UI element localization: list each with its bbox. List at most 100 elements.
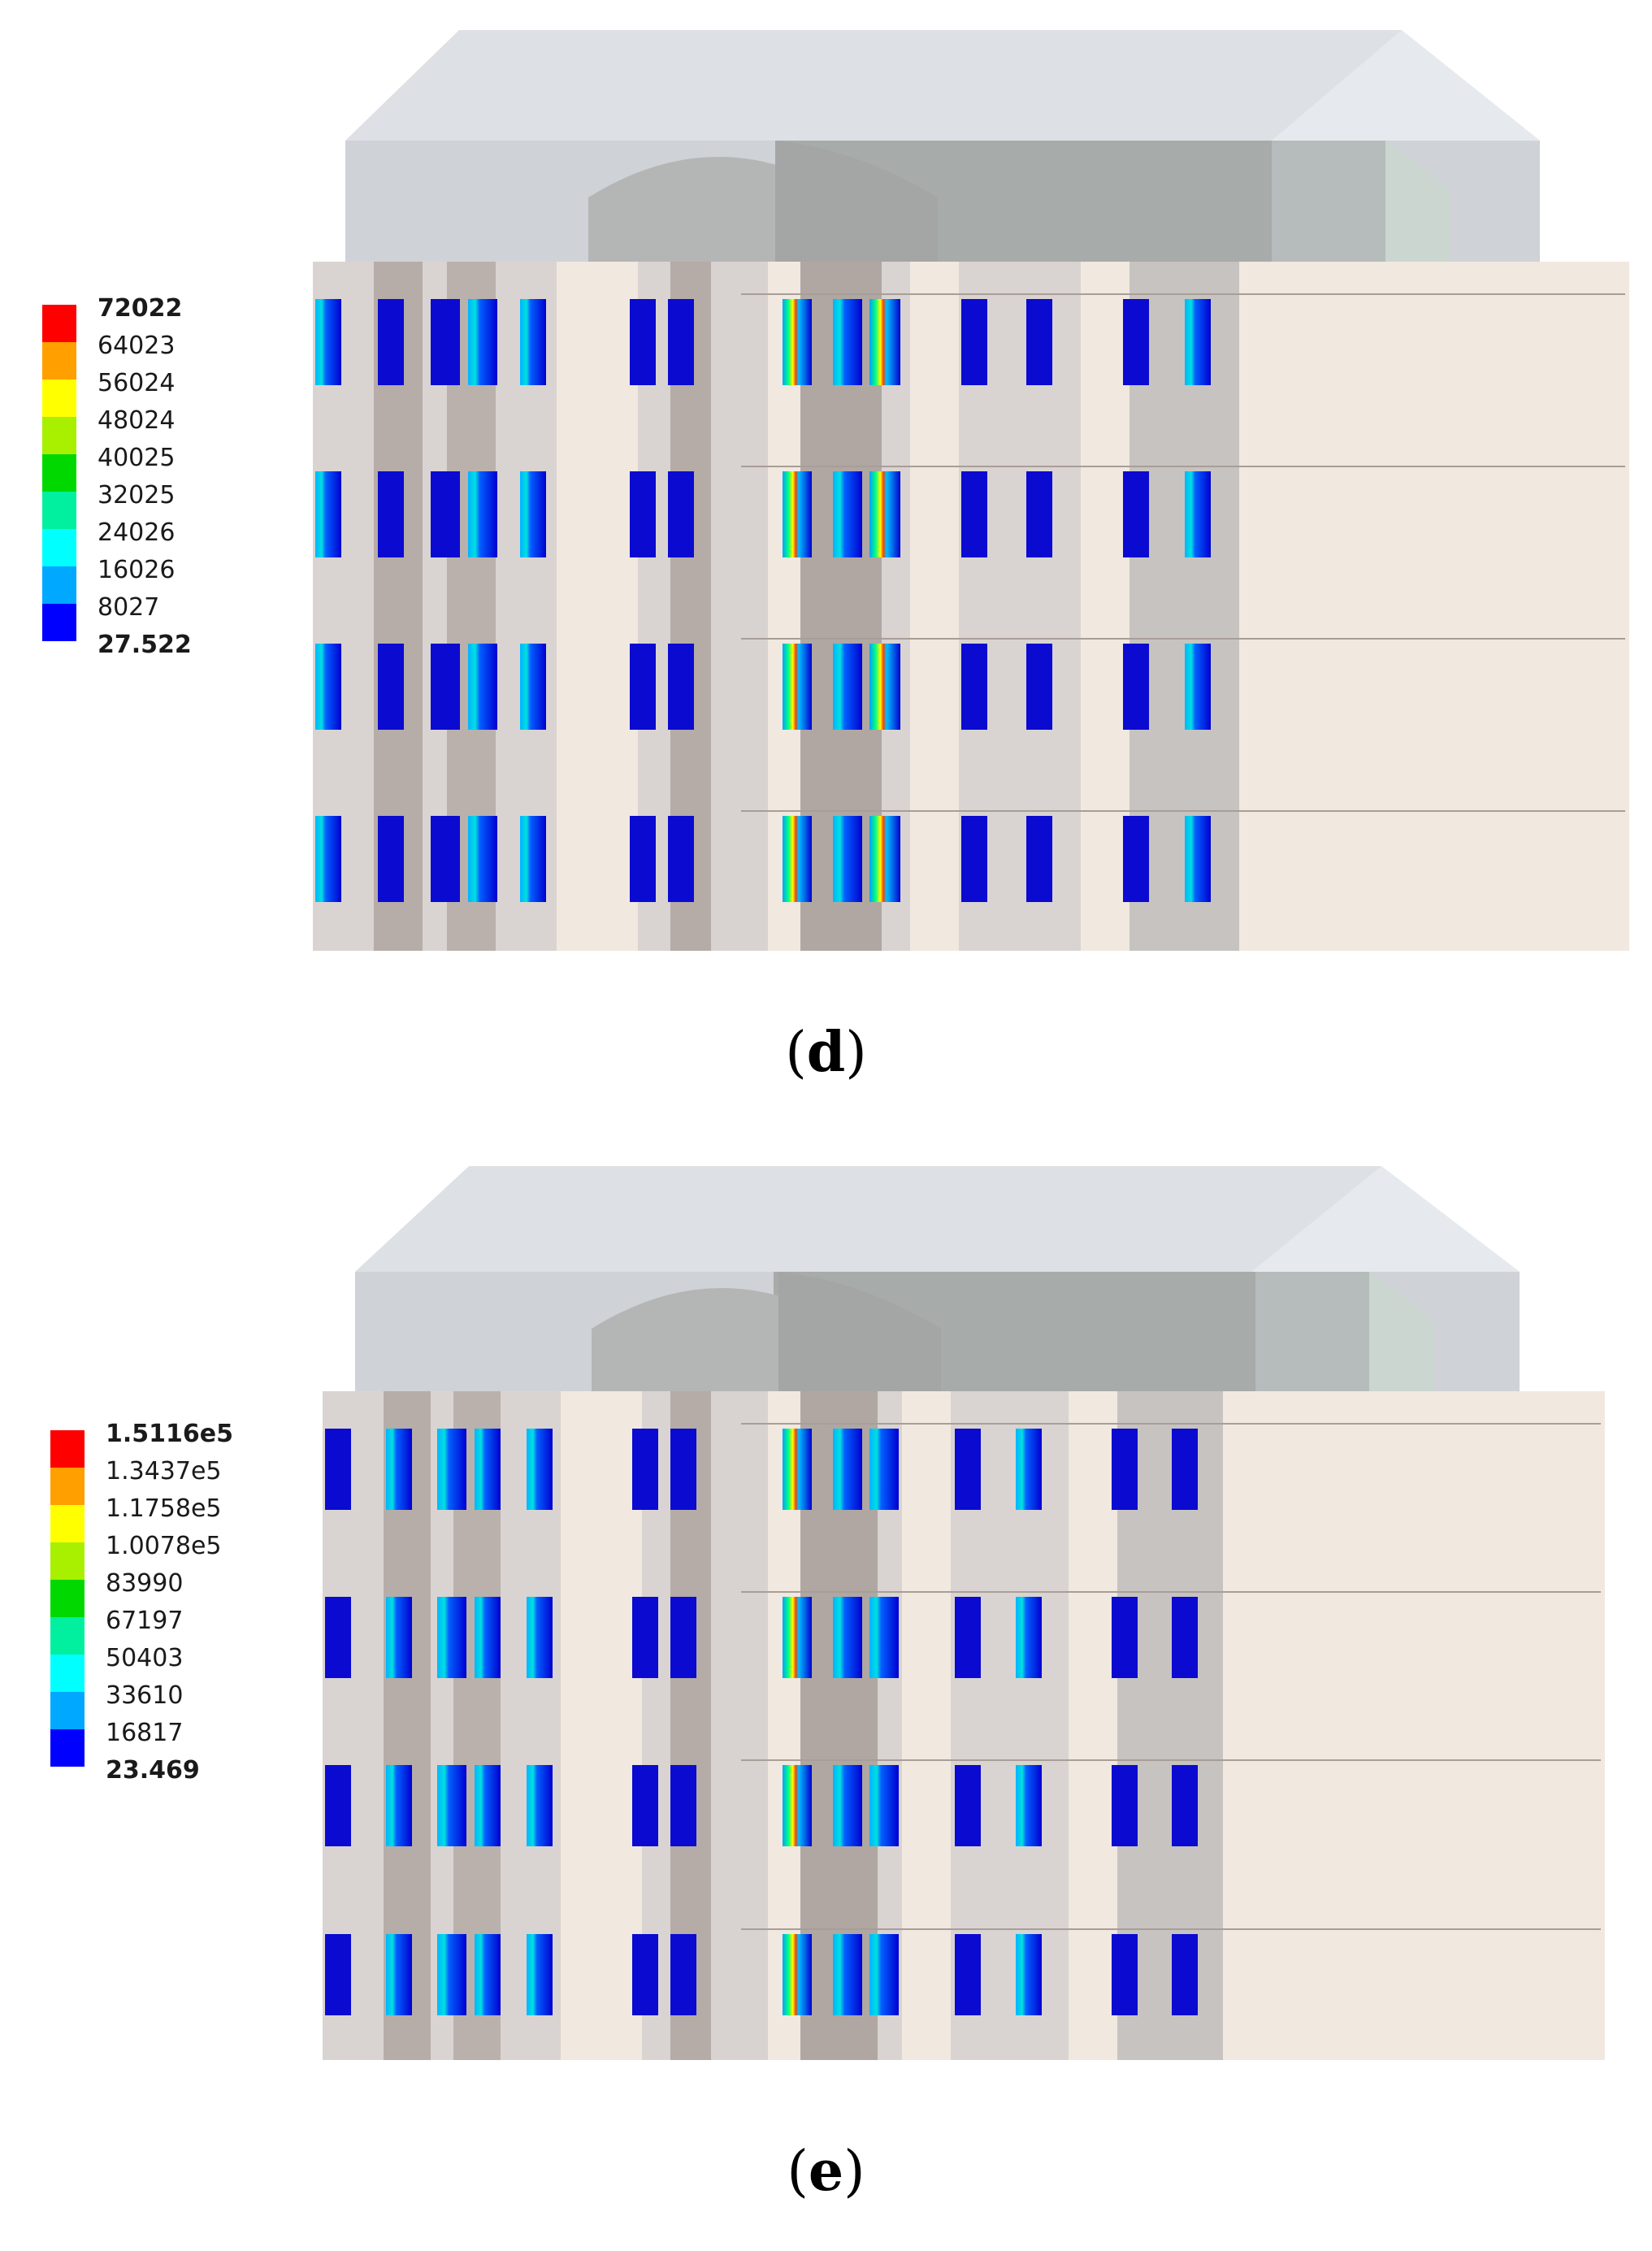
window xyxy=(1123,644,1149,730)
legend-swatch xyxy=(42,604,76,641)
legend-swatch xyxy=(42,417,76,454)
window xyxy=(869,299,900,385)
building-facade-d xyxy=(313,30,1629,951)
legend-label: 48024 xyxy=(98,406,176,435)
window xyxy=(527,1429,553,1510)
window xyxy=(1016,1597,1042,1678)
dome xyxy=(778,1272,941,1391)
window xyxy=(468,299,497,385)
window xyxy=(468,644,497,730)
window xyxy=(632,1765,658,1846)
window xyxy=(783,1765,812,1846)
window xyxy=(869,1429,899,1510)
window xyxy=(475,1429,501,1510)
pilaster xyxy=(1081,262,1130,951)
window xyxy=(869,1765,899,1846)
legend-label: 1.0078e5 xyxy=(106,1532,222,1560)
legend-swatch xyxy=(42,342,76,380)
legend-swatch xyxy=(42,305,76,342)
legend-label: 16817 xyxy=(106,1719,184,1747)
window xyxy=(783,299,812,385)
window xyxy=(1016,1429,1042,1510)
pilaster xyxy=(557,262,638,951)
window xyxy=(869,1934,899,2015)
legend-label: 16026 xyxy=(98,556,176,584)
window xyxy=(783,816,812,902)
window xyxy=(431,299,460,385)
window xyxy=(833,1934,862,2015)
window xyxy=(833,1765,862,1846)
window xyxy=(1185,471,1211,557)
pilaster xyxy=(711,1391,768,2060)
legend-swatch xyxy=(50,1505,85,1542)
window xyxy=(632,1429,658,1510)
window xyxy=(1112,1429,1138,1510)
window xyxy=(869,471,900,557)
legend-label: 83990 xyxy=(106,1569,184,1598)
window xyxy=(833,1429,862,1510)
legend-swatch xyxy=(50,1542,85,1580)
window xyxy=(315,299,341,385)
volume xyxy=(1385,141,1450,262)
window xyxy=(386,1597,412,1678)
window xyxy=(1112,1597,1138,1678)
window xyxy=(630,816,656,902)
window xyxy=(431,471,460,557)
legend-label: 23.469 xyxy=(106,1756,200,1785)
window xyxy=(378,471,404,557)
legend-swatch xyxy=(50,1468,85,1505)
window xyxy=(783,1934,812,2015)
window xyxy=(1026,471,1052,557)
window xyxy=(955,1934,981,2015)
window xyxy=(1185,299,1211,385)
legend-label: 40025 xyxy=(98,444,176,472)
window xyxy=(668,816,694,902)
legend-label: 24026 xyxy=(98,518,176,547)
dome xyxy=(775,141,938,262)
window xyxy=(431,644,460,730)
legend-swatch xyxy=(42,492,76,529)
caption-d: (d) xyxy=(785,1020,867,1085)
window xyxy=(527,1597,553,1678)
window xyxy=(378,644,404,730)
window xyxy=(783,1429,812,1510)
window xyxy=(1123,299,1149,385)
pilaster xyxy=(902,1391,951,2060)
legend-swatch xyxy=(50,1729,85,1767)
window xyxy=(315,644,341,730)
window xyxy=(1026,816,1052,902)
window xyxy=(955,1597,981,1678)
window xyxy=(961,816,987,902)
window xyxy=(527,1765,553,1846)
window xyxy=(783,644,812,730)
window xyxy=(520,299,546,385)
window xyxy=(520,816,546,902)
window xyxy=(1112,1765,1138,1846)
legend-label: 32025 xyxy=(98,481,176,510)
pilaster xyxy=(561,1391,642,2060)
window xyxy=(386,1765,412,1846)
window xyxy=(475,1934,501,2015)
window xyxy=(1016,1934,1042,2015)
window xyxy=(833,299,862,385)
window xyxy=(1123,816,1149,902)
window xyxy=(386,1429,412,1510)
window xyxy=(961,471,987,557)
window xyxy=(833,471,862,557)
window xyxy=(1172,1429,1198,1510)
window xyxy=(955,1765,981,1846)
pilaster xyxy=(910,262,959,951)
caption-e: (e) xyxy=(787,2139,865,2204)
window xyxy=(325,1934,351,2015)
window xyxy=(1172,1934,1198,2015)
legend-label: 64023 xyxy=(98,332,176,360)
window xyxy=(833,1597,862,1678)
legend-label: 27.522 xyxy=(98,631,192,659)
legend-label: 72022 xyxy=(98,294,183,323)
window xyxy=(315,816,341,902)
window xyxy=(869,816,900,902)
window xyxy=(630,644,656,730)
window xyxy=(520,644,546,730)
window xyxy=(1185,816,1211,902)
